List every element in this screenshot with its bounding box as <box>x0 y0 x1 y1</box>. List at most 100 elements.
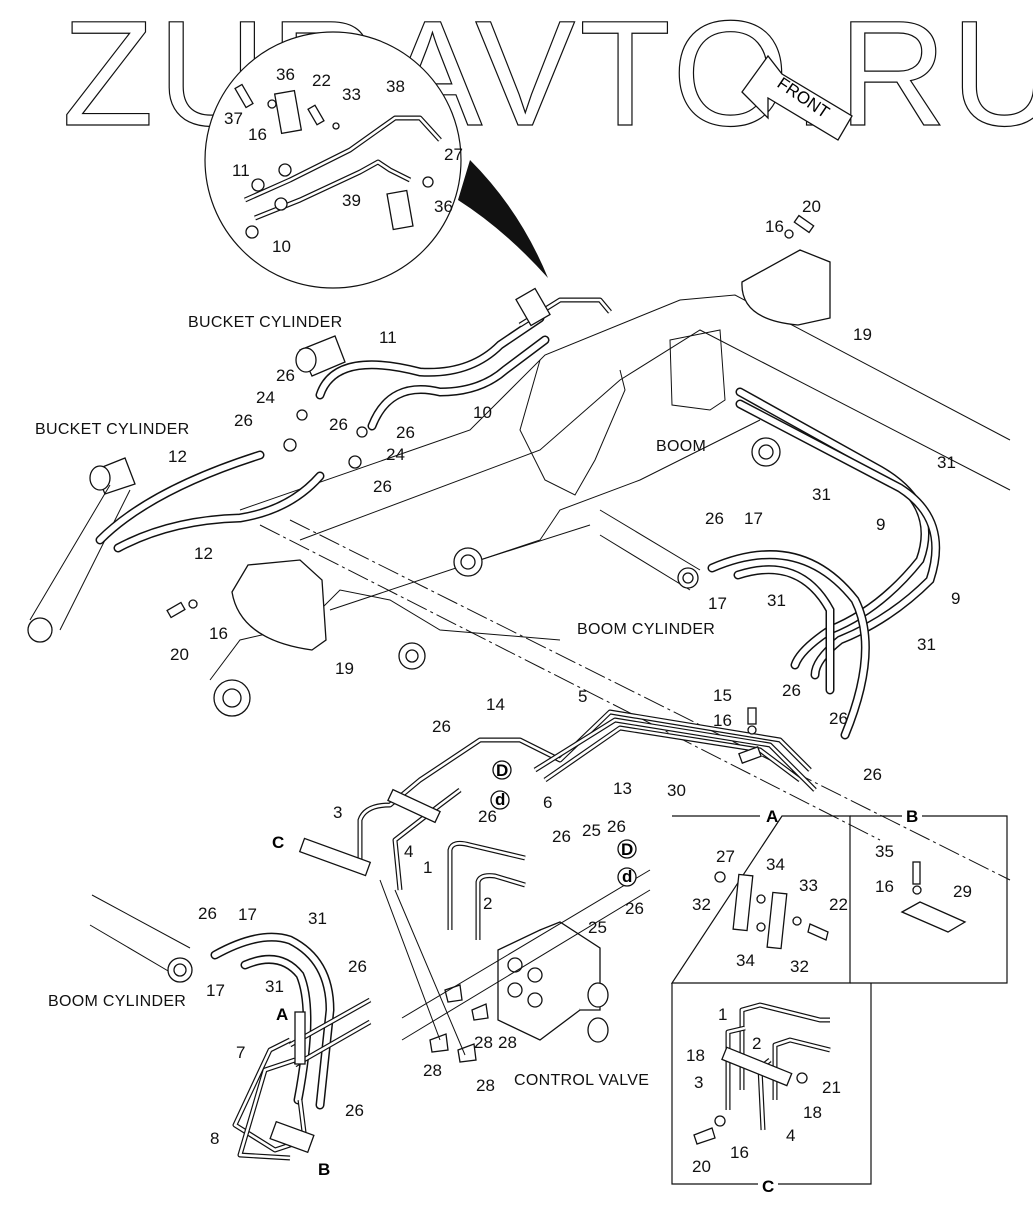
callout: 16 <box>730 1143 749 1162</box>
detail-box-a: A 27 34 33 32 22 34 32 <box>670 807 851 984</box>
callout: 25 <box>582 821 601 840</box>
callout: 30 <box>667 781 686 800</box>
callout: 1 <box>423 858 432 877</box>
clamp-29 <box>900 901 967 933</box>
callout: 20 <box>802 197 821 216</box>
callout: 22 <box>312 71 331 90</box>
bracket-c <box>298 837 372 877</box>
callout: 24 <box>256 388 275 407</box>
caption-boom-cylinder-right: BOOM CYLINDER <box>577 621 715 638</box>
callout: 3 <box>333 803 342 822</box>
callout: 26 <box>705 509 724 528</box>
callout: 26 <box>348 957 367 976</box>
callout: 28 <box>423 1061 442 1080</box>
upper-callouts: 16 20 19 11 10 26 24 26 26 26 24 26 12 1… <box>168 197 960 678</box>
callout: 17 <box>708 594 727 613</box>
callout: 26 <box>552 827 571 846</box>
detail-title-a: A <box>766 807 778 826</box>
clamp-b <box>269 1120 315 1154</box>
callout: 16 <box>713 711 732 730</box>
callout: 10 <box>473 403 492 422</box>
callout: 31 <box>937 453 956 472</box>
callout: 20 <box>692 1157 711 1176</box>
boom-structure <box>166 214 1011 881</box>
callout: 26 <box>478 807 497 826</box>
callout: 17 <box>238 905 257 924</box>
callout: 26 <box>863 765 882 784</box>
detail-title-c: C <box>762 1177 774 1196</box>
callout: 11 <box>232 161 250 180</box>
magnifier-pointer <box>458 160 548 278</box>
callout: 7 <box>236 1043 245 1062</box>
port-marker: D <box>496 761 508 780</box>
callout: 21 <box>822 1078 841 1097</box>
callout: 12 <box>194 544 213 563</box>
callout: 26 <box>432 717 451 736</box>
callout: 26 <box>198 904 217 923</box>
callout: 16 <box>248 125 267 144</box>
callout: 34 <box>766 855 785 874</box>
callout: 39 <box>342 191 361 210</box>
detail-title-b: B <box>906 807 918 826</box>
callout: 11 <box>379 328 397 347</box>
callout: 38 <box>386 77 405 96</box>
callout: 9 <box>951 589 960 608</box>
callout: 26 <box>829 709 848 728</box>
callout: 35 <box>875 842 894 861</box>
cover-plate-19b <box>231 559 327 651</box>
callout: 5 <box>578 687 587 706</box>
hoses-upper <box>95 287 612 553</box>
caption-boom-cylinder-left: BOOM CYLINDER <box>48 993 186 1010</box>
port-marker: d <box>495 790 505 809</box>
callout: 18 <box>803 1103 822 1122</box>
callout: 29 <box>953 882 972 901</box>
callout: 15 <box>713 686 732 705</box>
callout: 36 <box>434 197 453 216</box>
callout: 26 <box>329 415 348 434</box>
detail-circle: 37 36 22 33 38 16 11 27 39 36 10 <box>204 31 548 289</box>
detail-ref-c: C <box>272 833 284 852</box>
clamp-30 <box>738 746 762 764</box>
port-marker: D <box>621 840 633 859</box>
callout: 31 <box>767 591 786 610</box>
callout: 18 <box>686 1046 705 1065</box>
callout: 4 <box>786 1126 795 1145</box>
callout: 31 <box>917 635 936 654</box>
cover-plate-19 <box>741 249 831 326</box>
callout: 8 <box>210 1129 219 1148</box>
callout: 10 <box>272 237 291 256</box>
detail-box-b: B 35 16 29 <box>850 807 1008 984</box>
callout: 13 <box>613 779 632 798</box>
callout: 31 <box>812 485 831 504</box>
callout: 33 <box>799 876 818 895</box>
callout: 26 <box>607 817 626 836</box>
callout: 33 <box>342 85 361 104</box>
callout: 17 <box>744 509 763 528</box>
callout: 28 <box>474 1033 493 1052</box>
callout: 28 <box>498 1033 517 1052</box>
callout: 19 <box>335 659 354 678</box>
boom-cylinder-lower <box>89 894 372 1161</box>
callout: 27 <box>444 145 463 164</box>
callout: 31 <box>265 977 284 996</box>
callout: 2 <box>752 1034 761 1053</box>
callout: 12 <box>168 447 187 466</box>
caption-boom: BOOM <box>656 438 706 455</box>
callout: 32 <box>692 895 711 914</box>
detail-ref-a: A <box>276 1005 288 1024</box>
callout: 16 <box>765 217 784 236</box>
callout: 3 <box>694 1073 703 1092</box>
callout: 24 <box>386 445 405 464</box>
clamp-a <box>294 1011 306 1065</box>
callout: 31 <box>308 909 327 928</box>
callout: 26 <box>373 477 392 496</box>
callout: 2 <box>483 894 492 913</box>
callout: 4 <box>404 842 413 861</box>
detail-ref-b: B <box>318 1160 330 1179</box>
caption-control-valve: CONTROL VALVE <box>514 1072 649 1089</box>
callout: 26 <box>625 899 644 918</box>
callout: 6 <box>543 793 552 812</box>
bracket-18 <box>721 1046 793 1087</box>
callout: 27 <box>716 847 735 866</box>
